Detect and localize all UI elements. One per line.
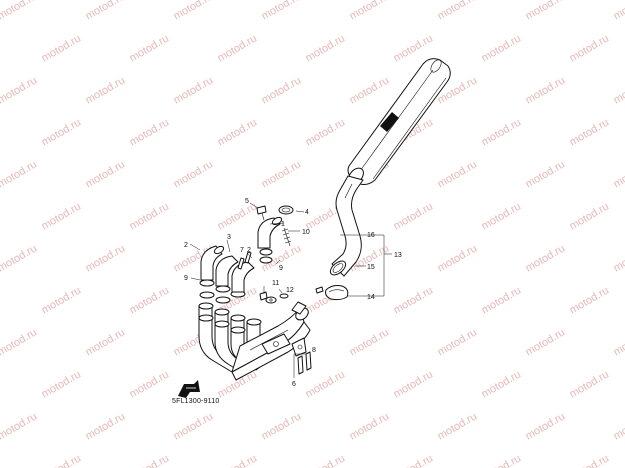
callout-9b: 9 <box>279 265 283 272</box>
muffler-logo-plate <box>380 112 399 132</box>
callout-8: 8 <box>312 347 316 354</box>
elbow-pipes <box>200 216 283 293</box>
callout-6: 6 <box>292 381 296 388</box>
exhaust-headers <box>198 301 311 381</box>
muffler <box>347 58 451 185</box>
callout-13: 13 <box>394 252 402 259</box>
callout-1: 1 <box>281 221 285 228</box>
callout-10: 10 <box>302 229 310 236</box>
callout-2: 2 <box>184 242 188 249</box>
callout-2b: 2 <box>247 247 251 254</box>
callout-15: 15 <box>367 264 375 271</box>
front-arrow-icon <box>178 380 200 398</box>
callout-14: 14 <box>367 294 375 301</box>
callout-5: 5 <box>245 198 249 205</box>
leader-lines <box>189 202 392 378</box>
callout-11: 11 <box>272 280 279 287</box>
callout-3: 3 <box>227 234 231 241</box>
callout-12: 12 <box>286 287 294 294</box>
callout-9: 9 <box>184 275 188 282</box>
callout-labels: 1 2 2 3 4 5 6 7 8 9 9 10 11 12 13 14 15 … <box>184 198 402 388</box>
callout-16: 16 <box>367 232 375 239</box>
joint-rings <box>199 248 273 304</box>
diagram-code: 5FL1300-9110 <box>172 398 220 405</box>
callout-7: 7 <box>240 247 244 254</box>
callout-4: 4 <box>305 209 309 216</box>
link-pipe <box>315 175 364 301</box>
hardware <box>237 205 312 375</box>
